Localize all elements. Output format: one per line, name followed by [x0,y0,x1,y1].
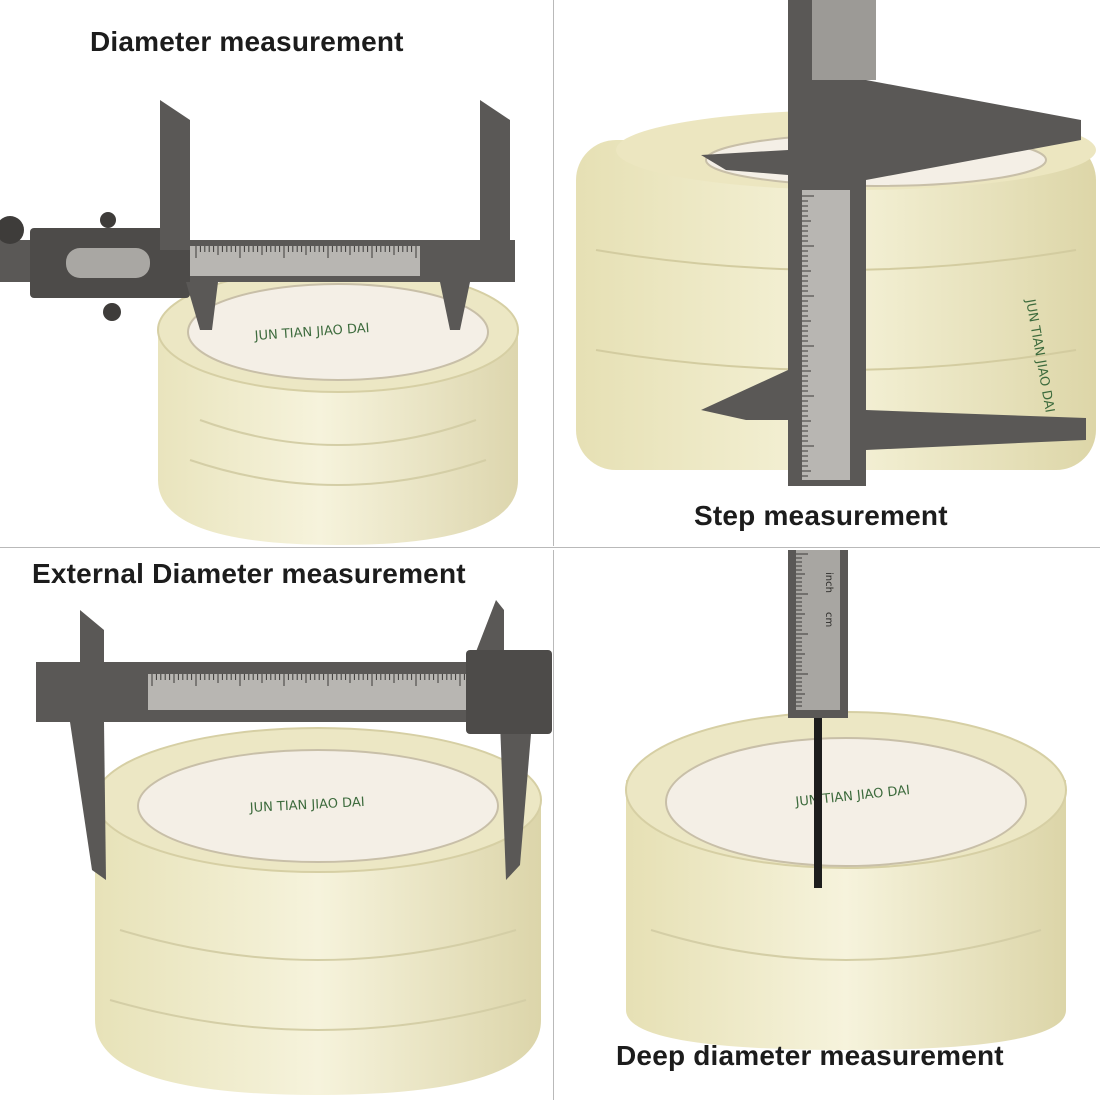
external-diameter-measurement-photo: JUN TIAN JIAO DAI [36,600,552,1095]
step-measurement-photo: JUN TIAN JIAO DAI [576,0,1096,486]
outer-jaw-right [500,722,532,880]
outer-jaw-left [70,722,106,880]
panel-deep-diameter-measurement: JUN TIAN JIAO DAI inch cm Deep diameter … [556,550,1100,1100]
vertical-divider [552,0,556,1100]
lock-screw [100,212,116,228]
upper-jaw [866,80,1081,180]
inner-jaw-left [80,610,104,662]
panel-external-diameter-measurement: JUN TIAN JIAO DAI External Diameter meas… [0,550,552,1100]
depth-rod [814,718,822,888]
unit-label-cm: cm [823,612,834,627]
caliper-scale [796,550,840,710]
unit-label-inch: inch [823,572,834,593]
tape-print-text: JUN TIAN JIAO DAI [248,795,365,816]
inner-jaw-top [701,150,788,175]
tape-core [187,283,489,381]
vernier-window [66,248,150,278]
inner-jaw-right [440,282,470,330]
upper-jaw-right [480,100,510,250]
inner-jaw-right [472,600,504,662]
lower-jaw [866,410,1086,450]
caliper-scale [802,190,850,480]
caption-external-diameter-measurement: External Diameter measurement [32,558,466,589]
tape-core [137,749,499,863]
caption-step-measurement: Step measurement [694,500,948,531]
caption-deep-diameter-measurement: Deep diameter measurement [616,1040,1004,1071]
horizontal-divider [0,546,1100,550]
tape-core [665,737,1027,867]
diameter-measurement-photo: JUN TIAN JIAO DAI [0,100,519,545]
deep-diameter-measurement-photo: JUN TIAN JIAO DAI inch cm [625,550,1067,1050]
upper-jaw-left [160,100,190,250]
caliper-slider [466,650,552,734]
caliper-scale [148,674,488,710]
caliper-scale [150,246,420,276]
thumb-wheel [103,303,121,321]
panel-step-measurement: JUN TIAN JIAO DAI Step measurement [556,0,1100,546]
caption-diameter-measurement: Diameter measurement [90,26,404,57]
vernier-window [812,0,876,80]
inner-jaw-left [186,282,218,330]
panel-diameter-measurement: JUN TIAN JIAO DAI Diameter measurement [0,0,552,546]
inner-jaw-bottom [701,370,788,420]
